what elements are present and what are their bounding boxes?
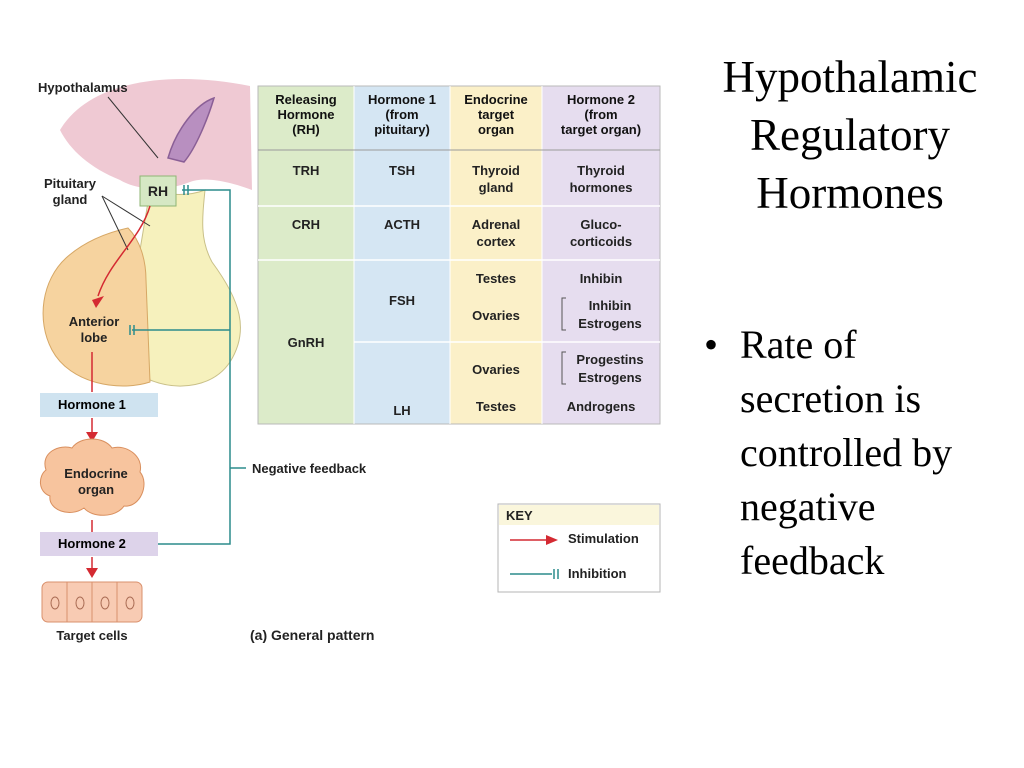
cell-ovaries-2: Ovaries (472, 362, 520, 377)
posterior-lobe (139, 189, 241, 387)
table-col-h1 (354, 86, 450, 424)
cell-ovaries-1: Ovaries (472, 308, 520, 323)
cell-inhibin-2: Inhibin (588, 298, 632, 313)
bullet-text: Rate of secretion is controlled by negat… (740, 322, 953, 583)
cell-glucocorticoids: Gluco-corticoids (569, 217, 633, 249)
bullet-marker: • (704, 322, 719, 367)
slide-title: Hypothalamic Regulatory Hormones (722, 52, 978, 218)
cell-testes-1: Testes (475, 271, 517, 286)
target-cells-label: Target cells (56, 628, 128, 643)
cell-lh: LH (393, 403, 411, 418)
rh-to-anterior-arrow (97, 205, 151, 297)
table-col-rh (258, 86, 354, 424)
key-stimulation-label: Stimulation (568, 531, 639, 546)
cell-trh: TRH (292, 163, 320, 178)
cell-estrogens-2: Estrogens (578, 370, 642, 385)
cell-crh: CRH (291, 217, 321, 232)
hypothalamus-label: Hypothalamus (38, 80, 128, 95)
pituitary-gland-label: Pituitary gland (43, 176, 96, 207)
ventricle-shape (167, 96, 216, 163)
cell-androgens: Androgens (566, 399, 636, 414)
cell-tsh: TSH (389, 163, 415, 178)
rh-box (139, 175, 177, 207)
key-title: KEY (506, 508, 533, 523)
cell-gnrh: GnRH (287, 335, 325, 350)
cell-estrogens-1: Estrogens (578, 316, 642, 331)
feedback-line (158, 189, 231, 545)
diagram-caption: (a) General pattern (250, 627, 375, 643)
cell-fsh: FSH (389, 293, 415, 308)
endocrine-organ-shape (40, 438, 145, 516)
cell-progestins: Progestins (576, 352, 644, 367)
anterior-lobe-label: Anterior lobe (68, 314, 120, 345)
cell-acth: ACTH (383, 217, 421, 232)
rh-label: RH (147, 183, 169, 199)
key-inhibition-label: Inhibition (568, 566, 627, 581)
hormone2-bar: Hormone 2 (40, 532, 158, 556)
cell-testes-2: Testes (475, 399, 517, 414)
negative-feedback-label: Negative feedback (252, 461, 367, 476)
table-col-organ (450, 86, 542, 424)
target-cells-shape (41, 581, 143, 623)
cell-inhibin-1: Inhibin (579, 271, 623, 286)
endocrine-organ-label: Endocrine organ (64, 466, 128, 497)
hormone1-bar: Hormone 1 (40, 393, 158, 417)
